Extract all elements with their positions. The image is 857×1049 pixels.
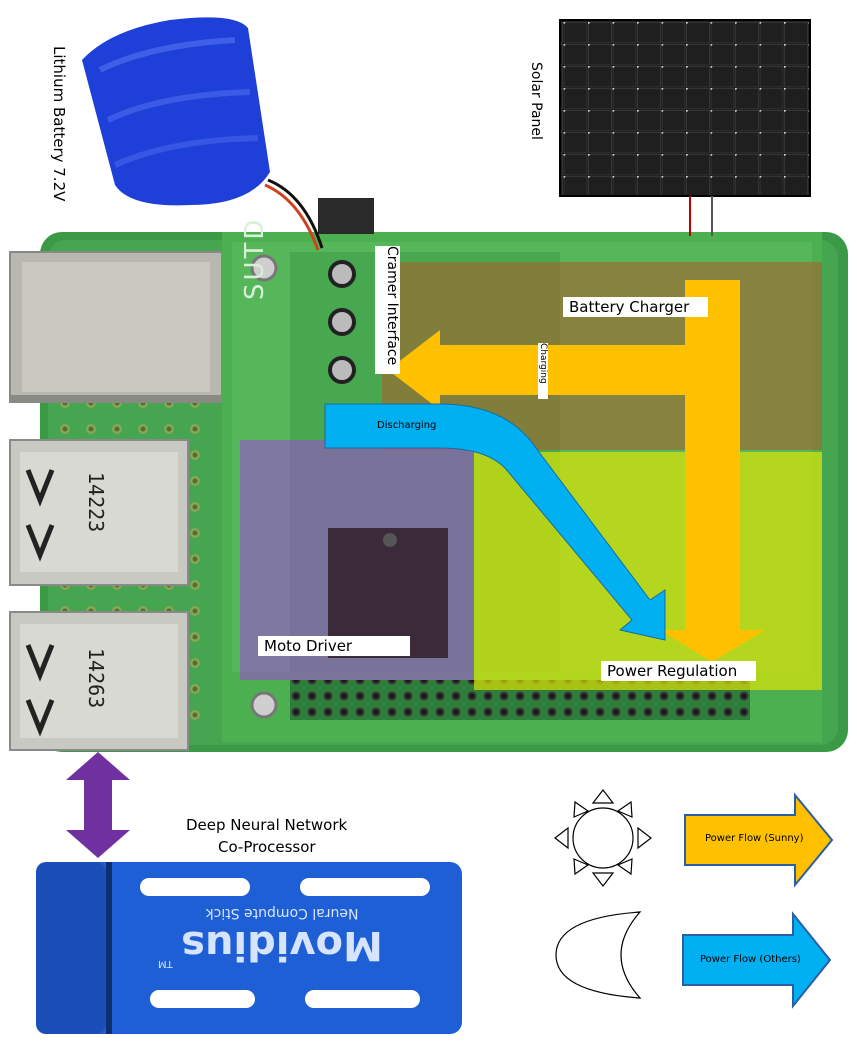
legend-arrow-sunny xyxy=(684,792,834,888)
battery-label: Lithium Battery 7.2V xyxy=(50,46,68,202)
stick-brand: Movidius xyxy=(181,922,383,968)
power-regulation-label: Power Regulation xyxy=(601,661,756,681)
battery-charger-label: Battery Charger xyxy=(563,297,708,317)
legend-others-label: Power Flow (Others) xyxy=(700,954,801,965)
usb-port-top xyxy=(9,439,189,586)
charging-label: Charging xyxy=(538,343,548,399)
motor-driver-label: Moto Driver xyxy=(258,636,410,656)
legend-sunny-label: Power Flow (Sunny) xyxy=(705,833,804,844)
sun-icon xyxy=(554,789,652,887)
usb-port-bottom xyxy=(9,611,189,751)
dnn-label-line1: Deep Neural Network xyxy=(186,816,348,834)
ethernet-port xyxy=(9,251,223,403)
moon-icon xyxy=(555,911,642,999)
discharging-label: Discharging xyxy=(377,420,437,431)
legend-arrow-others xyxy=(682,911,832,1009)
neural-compute-stick xyxy=(36,862,462,1034)
others-power-flow-arrow xyxy=(324,403,666,641)
bidirectional-arrow-icon xyxy=(66,752,130,858)
dnn-label-line2: Co-Processor xyxy=(218,838,316,856)
cramer-interface-label: Cramer Interface xyxy=(375,246,400,374)
lithium-battery xyxy=(82,17,324,251)
solar-panel xyxy=(559,19,811,236)
sunny-power-flow-arrow xyxy=(388,280,765,662)
board-logo: SUTD xyxy=(240,216,270,300)
stick-subtitle: Neural Compute Stick xyxy=(205,905,359,921)
usb-top-number: 14223 xyxy=(84,472,108,533)
usb-bottom-number: 14263 xyxy=(84,648,108,709)
solar-panel-label: Solar Panel xyxy=(528,62,544,140)
stick-trademark: TM xyxy=(158,958,173,969)
